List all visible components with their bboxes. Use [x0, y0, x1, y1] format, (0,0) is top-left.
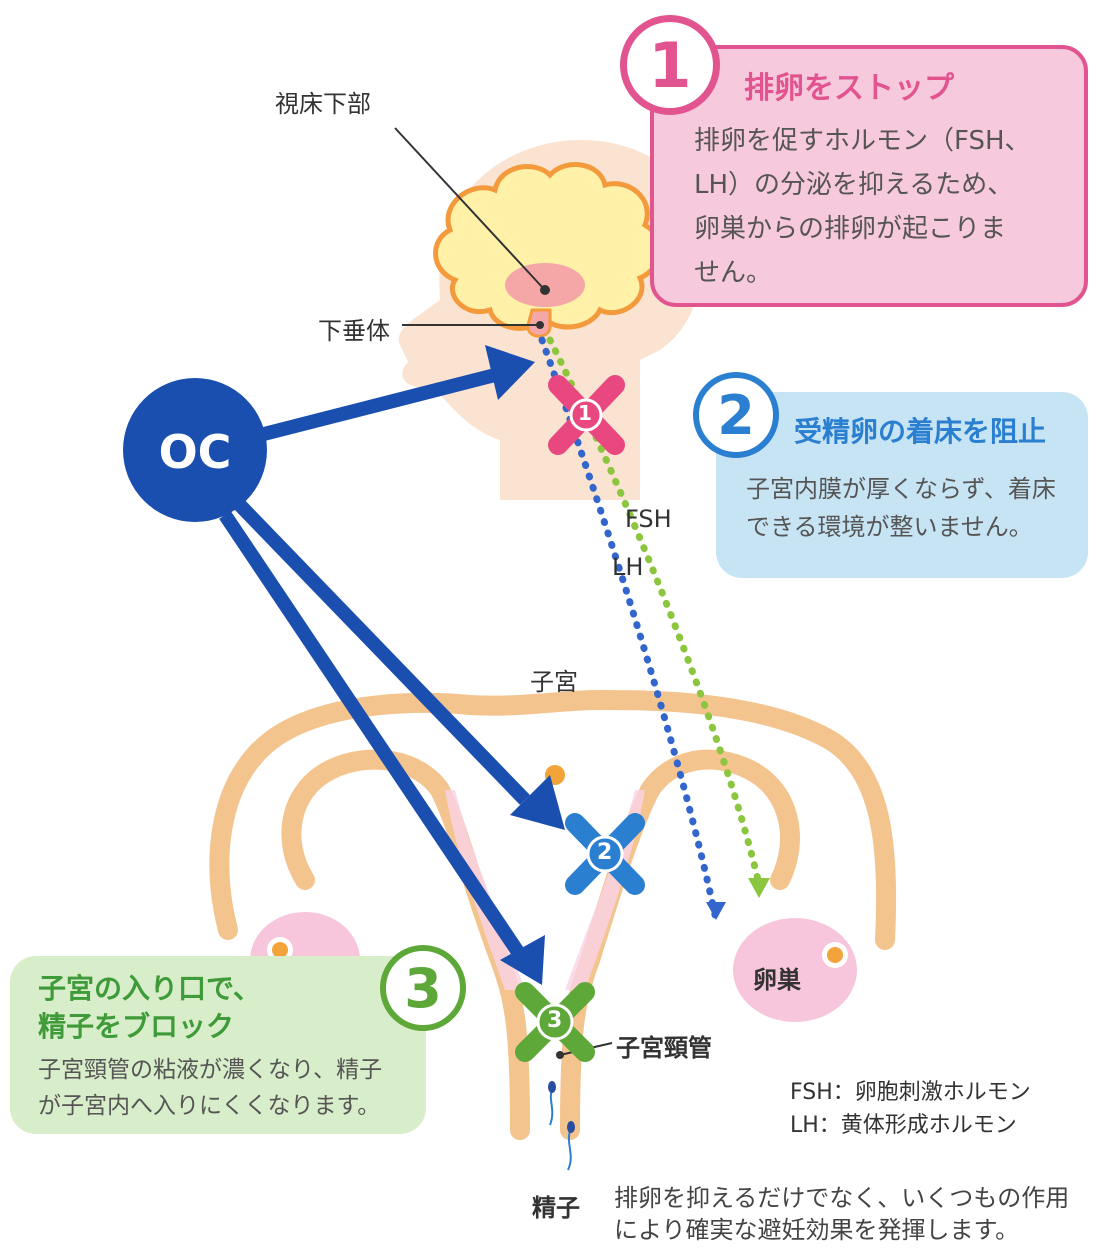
oc-arrows	[219, 368, 531, 959]
lh-label: LH	[612, 553, 644, 581]
effect-3-title: 子宮の入り口で、 精子をブロック	[38, 972, 261, 1043]
oc-arrowhead-pituitary	[485, 345, 535, 400]
brain	[433, 162, 663, 331]
marker-2-number: 2	[597, 840, 613, 865]
effect-3-box: 子宮の入り口で、 精子をブロック 子宮頸管の粘液が濃くなり、精子 が子宮内へ入り…	[10, 956, 426, 1134]
lh-dotted-line	[538, 336, 719, 919]
effect-1-number-badge: 1	[620, 15, 720, 115]
effect-2-box: 受精卵の着床を阻止 子宮内膜が厚くならず、着床 できる環境が整いません。	[716, 392, 1088, 578]
marker-3-number: 3	[547, 1008, 563, 1033]
ovary-right	[733, 918, 857, 1022]
fsh-label: FSH	[625, 505, 672, 533]
oc-arrowhead-cervix	[500, 935, 545, 985]
marker-1-number: 1	[578, 401, 592, 425]
oc-circle	[123, 378, 267, 522]
uterus-label: 子宮	[530, 668, 578, 696]
ovary-label: 卵巣	[753, 966, 801, 994]
hypothalamus-label: 視床下部	[275, 90, 371, 118]
effect-3-body: 子宮頸管の粘液が濃くなり、精子 が子宮内へ入りにくくなります。	[38, 1057, 383, 1119]
pituitary-label: 下垂体	[318, 317, 390, 345]
effect-1-box: 排卵をストップ 排卵を促すホルモン（FSH、 LH）の分泌を抑えるため、 卵巣か…	[650, 45, 1088, 307]
effect-1-title: 排卵をストップ	[744, 71, 954, 106]
effect-2-title: 受精卵の着床を阻止	[794, 415, 1047, 448]
legend-lh: LH：黄体形成ホルモン	[790, 1113, 1017, 1138]
fsh-arrowhead	[748, 878, 770, 898]
legend-fsh: FSH：卵胞刺激ホルモン	[790, 1080, 1031, 1105]
effect-2-number-badge: 2	[693, 372, 779, 458]
hypothalamus-leader	[394, 127, 544, 289]
oc-label: OC	[158, 425, 232, 479]
footer-text: 排卵を抑えるだけでなく、いくつもの作用 により確実な避妊効果を発揮します。	[614, 1184, 1070, 1244]
effect-2-body: 子宮内膜が厚くならず、着床 できる環境が整いません。	[746, 475, 1056, 541]
oc-arrowhead-uterus	[510, 775, 565, 830]
cervical-canal-label: 子宮頸管	[616, 1034, 712, 1062]
sperm-label: 精子	[532, 1194, 580, 1222]
effect-1-body: 排卵を促すホルモン（FSH、 LH）の分泌を抑えるため、 卵巣からの排卵が起こり…	[694, 126, 1031, 288]
lh-arrowhead	[706, 902, 726, 920]
effect-3-number-badge: 3	[380, 945, 466, 1031]
